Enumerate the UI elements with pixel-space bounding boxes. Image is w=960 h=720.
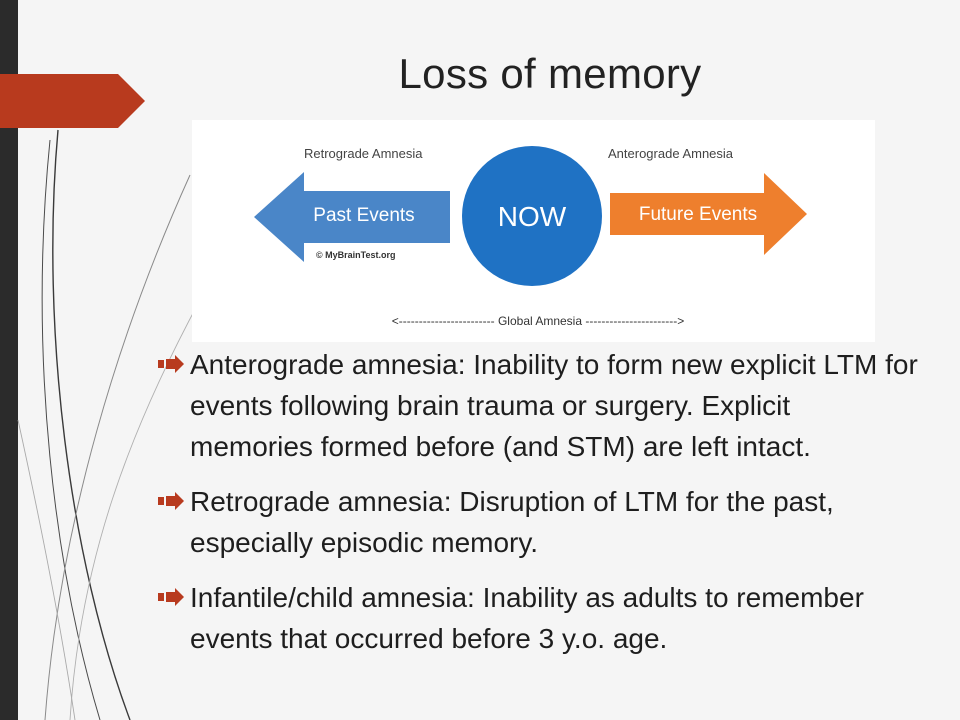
bullet-item: Retrograde amnesia: Disruption of LTM fo… — [158, 481, 918, 563]
bullet-arrow-icon — [158, 355, 184, 373]
decorative-lines — [17, 129, 201, 720]
bullet-list: Anterograde amnesia: Inability to form n… — [158, 344, 918, 673]
anterograde-amnesia-label: Anterograde Amnesia — [608, 146, 734, 161]
now-label: NOW — [498, 201, 567, 232]
bullet-arrow-icon — [158, 492, 184, 510]
past-events-arrow — [254, 172, 450, 262]
left-sidebar-bar — [0, 0, 18, 720]
global-amnesia-label: <------------------------ Global Amnesia… — [392, 314, 685, 328]
slide-title: Loss of memory — [398, 50, 702, 97]
bullet-text: Retrograde amnesia: Disruption of LTM fo… — [190, 486, 834, 558]
bullet-arrow-icon — [158, 588, 184, 606]
bullet-text: Infantile/child amnesia: Inability as ad… — [190, 582, 864, 654]
bullet-text: Anterograde amnesia: Inability to form n… — [190, 349, 918, 462]
retrograde-amnesia-label: Retrograde Amnesia — [304, 146, 423, 161]
past-events-label: Past Events — [313, 205, 414, 226]
amnesia-diagram: Retrograde Amnesia Anterograde Amnesia P… — [192, 120, 875, 342]
now-circle — [462, 146, 602, 286]
future-events-arrow — [610, 173, 807, 255]
copyright-label: © MyBrainTest.org — [316, 250, 395, 260]
future-events-label: Future Events — [639, 204, 757, 225]
title-accent-tab — [0, 74, 145, 128]
bullet-item: Infantile/child amnesia: Inability as ad… — [158, 577, 918, 659]
bullet-item: Anterograde amnesia: Inability to form n… — [158, 344, 918, 467]
